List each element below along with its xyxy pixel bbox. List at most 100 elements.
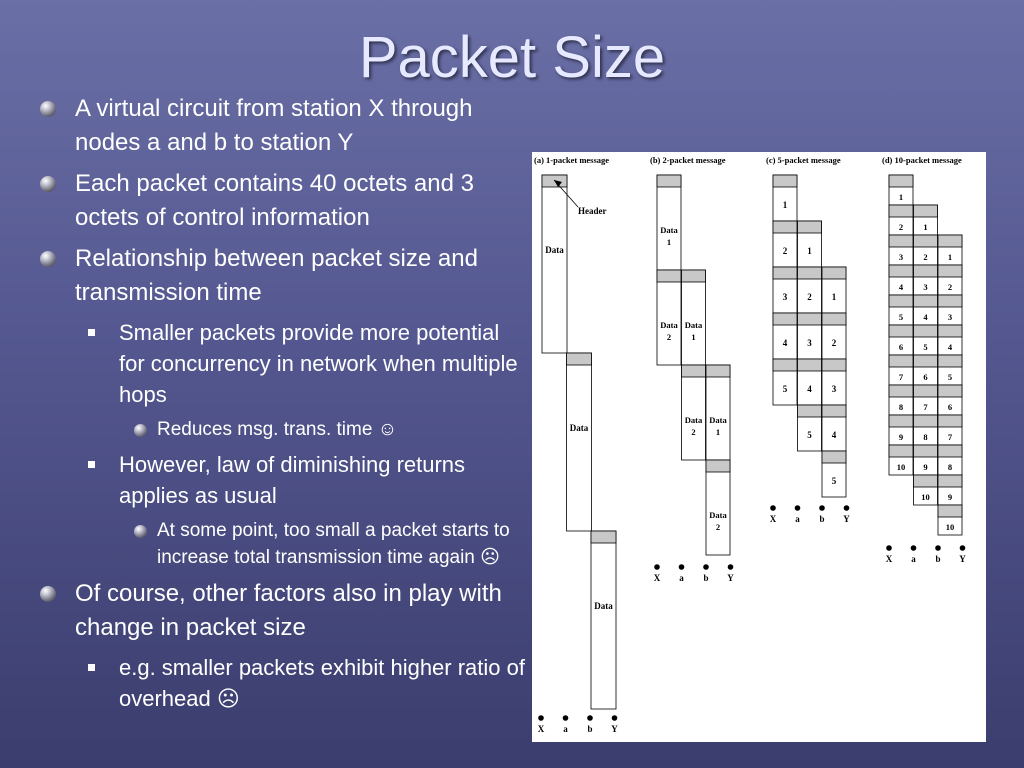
- packet-number-label: 3: [783, 292, 788, 302]
- node-dot: [678, 564, 685, 570]
- node-label: Y: [611, 724, 618, 734]
- packet-number-label: 2: [783, 246, 788, 256]
- packet-number-label: 8: [923, 432, 927, 442]
- node-label: b: [587, 724, 592, 734]
- packet-10-packet-header: [888, 204, 914, 218]
- packet-1-packet-header: [590, 530, 617, 544]
- node-label: a: [911, 554, 916, 564]
- bullet-text: e.g. smaller packets exhibit higher rati…: [119, 655, 525, 711]
- packet-2-packet-header: [681, 269, 706, 283]
- packet-number-label: 4: [807, 384, 812, 394]
- square-bullet-icon: [88, 329, 95, 336]
- packet-number-label: 2: [899, 222, 903, 232]
- square-bullet-icon: [88, 664, 95, 671]
- packet-5-packet-header: [772, 358, 798, 372]
- packet-10-packet-header: [937, 414, 963, 428]
- sphere-bullet-icon: [40, 101, 56, 117]
- packet-label: Data: [545, 245, 564, 255]
- node-dot: [843, 505, 850, 511]
- node-dot: [886, 545, 892, 551]
- packet-number-label: 6: [899, 342, 903, 352]
- packet-number-label: 10: [897, 462, 906, 472]
- packet-2-packet: [681, 269, 706, 366]
- packet-number-label: 1: [667, 237, 671, 247]
- packet-10-packet-header: [913, 414, 938, 428]
- packet-number-label: 5: [923, 342, 927, 352]
- packet-10-packet-header: [913, 234, 938, 248]
- packet-10-packet-header: [913, 264, 938, 278]
- panel-title: (a) 1-packet message: [534, 155, 609, 165]
- packet-number-label: 1: [716, 427, 720, 437]
- packet-label: Data: [709, 510, 727, 520]
- node-dot: [562, 715, 569, 721]
- packet-number-label: 4: [832, 430, 837, 440]
- packet-2-packet: [656, 174, 682, 271]
- packet-number-label: 4: [923, 312, 928, 322]
- packet-2-packet: [681, 364, 706, 461]
- packet-5-packet-header: [772, 174, 798, 188]
- packet-10-packet-header: [913, 384, 938, 398]
- packet-number-label: 4: [899, 282, 904, 292]
- bullet-text: At some point, too small a packet starts…: [157, 520, 510, 568]
- sub-bullet-item: Smaller packets provide more potential f…: [38, 317, 528, 410]
- packet-5-packet-header: [821, 358, 847, 372]
- sub-bullet-item: However, law of diminishing returns appl…: [38, 449, 528, 511]
- packet-10-packet-header: [937, 234, 963, 248]
- packet-5-packet-header: [772, 312, 798, 326]
- header-label: Header: [578, 206, 607, 216]
- packet-number-label: 1: [923, 222, 927, 232]
- packet-number-label: 2: [832, 338, 837, 348]
- packet-label: Data: [660, 320, 678, 330]
- packet-2-packet-header: [656, 269, 682, 283]
- packet-5-packet-header: [797, 312, 822, 326]
- packet-10-packet-header: [888, 234, 914, 248]
- bullet-text: However, law of diminishing returns appl…: [119, 452, 466, 508]
- square-bullet-icon: [88, 461, 95, 468]
- packet-number-label: 3: [807, 338, 812, 348]
- node-dot: [538, 715, 544, 721]
- packet-5-packet-header: [797, 220, 822, 234]
- sub-bullet-item: e.g. smaller packets exhibit higher rati…: [38, 652, 528, 714]
- packet-timing-figure: (a) 1-packet message (b) 2-packet message…: [532, 152, 986, 742]
- packet-label: Data: [660, 225, 678, 235]
- packet-10-packet-header: [888, 414, 914, 428]
- packet-10-packet-header: [913, 354, 938, 368]
- sphere-bullet-icon: [40, 251, 56, 267]
- bullet-text: Smaller packets provide more potential f…: [119, 320, 518, 407]
- packet-1-packet: [566, 352, 592, 532]
- packet-10-packet-header: [937, 294, 963, 308]
- packet-number-label: 1: [948, 252, 952, 262]
- node-dot: [935, 545, 941, 551]
- packet-number-label: 4: [783, 338, 788, 348]
- packet-2-packet: [656, 269, 682, 366]
- packet-5-packet-header: [797, 358, 822, 372]
- packet-2-packet: [705, 459, 731, 556]
- packet-10-packet-header: [937, 324, 963, 338]
- panel-title: (b) 2-packet message: [650, 155, 726, 165]
- packet-number-label: 5: [807, 430, 812, 440]
- packet-1-packet: [590, 530, 617, 710]
- packet-5-packet-header: [772, 220, 798, 234]
- slide-title: Packet Size: [358, 25, 666, 90]
- packet-2-packet-header: [656, 174, 682, 188]
- packet-number-label: 1: [832, 292, 837, 302]
- packet-5-packet-header: [797, 266, 822, 280]
- sphere-bullet-icon: [134, 424, 147, 437]
- packet-number-label: 5: [783, 384, 788, 394]
- packet-number-label: 7: [948, 432, 953, 442]
- bullet-list: A virtual circuit from station X through…: [38, 92, 528, 720]
- packet-number-label: 3: [948, 312, 952, 322]
- packet-10-packet-header: [888, 444, 914, 458]
- node-dot: [654, 564, 660, 570]
- packet-2-packet: [705, 364, 731, 461]
- bullet-text: A virtual circuit from station X through…: [75, 95, 473, 156]
- packet-5-packet-header: [821, 450, 847, 464]
- packet-number-label: 2: [716, 522, 720, 532]
- packet-10-packet-header: [913, 444, 938, 458]
- packet-number-label: 1: [807, 246, 812, 256]
- packet-number-label: 2: [807, 292, 812, 302]
- packet-number-label: 9: [899, 432, 903, 442]
- packet-number-label: 2: [691, 427, 695, 437]
- packet-number-label: 4: [948, 342, 953, 352]
- node-dot: [770, 505, 776, 511]
